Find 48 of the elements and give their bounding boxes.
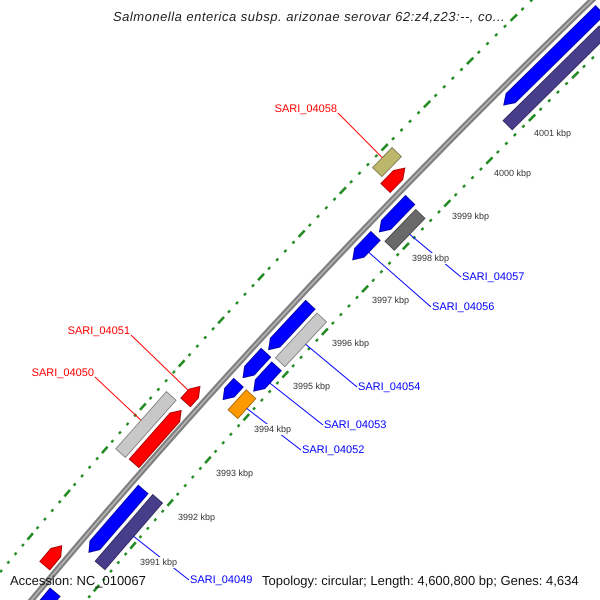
gene-block	[39, 545, 62, 570]
gene-block	[268, 300, 316, 350]
position-label: 3993 kbp	[216, 468, 254, 478]
leader-line	[305, 344, 358, 388]
gene-block	[222, 378, 244, 400]
leader-line	[130, 334, 188, 391]
gene-block	[128, 410, 182, 468]
map-title: Salmonella enterica subsp. arizonae serovar 62:z4,z23:--, co...	[113, 9, 506, 24]
gene-block	[242, 348, 272, 378]
gene-bar	[115, 391, 177, 458]
gene-label: SARI_04056	[432, 300, 494, 314]
gene-label: SARI_04051	[68, 324, 130, 338]
leader-line	[338, 112, 383, 158]
gene-block	[88, 484, 149, 553]
position-label: 4000 kbp	[494, 168, 532, 178]
leader-line	[368, 252, 432, 308]
leader-line	[269, 382, 324, 426]
gene-bar	[384, 208, 426, 251]
gene-label: SARI_04049	[190, 573, 252, 587]
gene-block	[503, 5, 600, 106]
gene-label: SARI_04058	[274, 102, 337, 116]
gene-label: SARI_04052	[302, 443, 364, 457]
position-label: 3991 kbp	[140, 556, 178, 568]
position-label: 3996 kbp	[332, 338, 370, 348]
gene-label: SARI_04057	[462, 270, 524, 284]
info-text: Topology: circular; Length: 4,600,800 bp; Genes: 4,634	[262, 574, 579, 588]
gene-bar	[372, 146, 402, 178]
position-label: 3994 kbp	[254, 424, 292, 434]
gene-block	[180, 386, 200, 408]
gene-label: SARI_04054	[358, 380, 420, 394]
gene-block	[253, 361, 282, 392]
gene-block	[352, 230, 381, 260]
gene-label: SARI_04050	[32, 366, 94, 380]
position-label: 3992 kbp	[178, 512, 216, 522]
gene-block	[378, 194, 416, 232]
gene-bar	[94, 494, 164, 570]
info-text: Accession: NC_010067	[10, 574, 146, 588]
leader-line	[94, 376, 142, 421]
gene-block	[380, 167, 406, 194]
gene-bar	[502, 25, 600, 130]
position-label: 3998 kbp	[412, 252, 450, 264]
gene-bar	[228, 389, 256, 420]
position-label: 3995 kbp	[293, 380, 330, 392]
gene-label: SARI_04053	[324, 418, 386, 432]
position-label: 4001 kbp	[534, 128, 572, 138]
gene-bar	[274, 312, 328, 368]
position-label: 3997 kbp	[372, 294, 410, 306]
position-label: 3999 kbp	[452, 210, 490, 222]
